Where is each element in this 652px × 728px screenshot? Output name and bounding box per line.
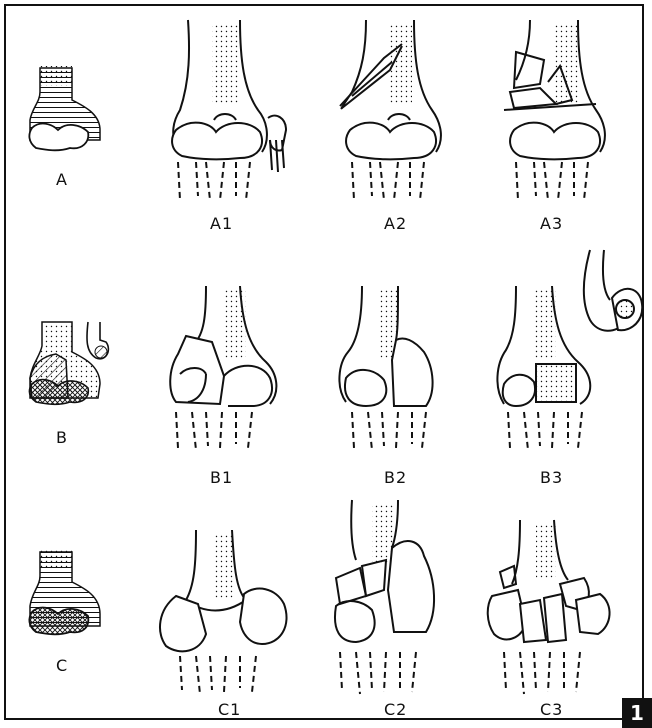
figure-number-badge: 1: [622, 698, 652, 728]
label-b3: B3: [540, 468, 563, 487]
diagram-c3: [488, 520, 610, 694]
label-a: A: [56, 170, 68, 189]
icon-c: [29, 550, 100, 634]
diagram-b1: [170, 286, 276, 450]
icon-b: [29, 322, 108, 404]
diagram-a1: [172, 20, 286, 200]
label-a1: A1: [210, 214, 233, 233]
label-b1: B1: [210, 468, 233, 487]
diagram-b3: [497, 250, 642, 450]
label-b2: B2: [384, 468, 407, 487]
label-a2: A2: [384, 214, 407, 233]
label-c3: C3: [540, 700, 563, 719]
label-b: B: [56, 428, 68, 447]
label-c1: C1: [218, 700, 241, 719]
label-c2: C2: [384, 700, 407, 719]
diagram-b2: [339, 286, 432, 450]
diagram-a2: [340, 20, 441, 200]
icon-a: [29, 66, 100, 150]
label-c: C: [56, 656, 68, 675]
diagram-c2: [335, 500, 434, 694]
diagram-a3: [504, 20, 605, 200]
diagram-c1: [160, 530, 287, 694]
label-a3: A3: [540, 214, 563, 233]
